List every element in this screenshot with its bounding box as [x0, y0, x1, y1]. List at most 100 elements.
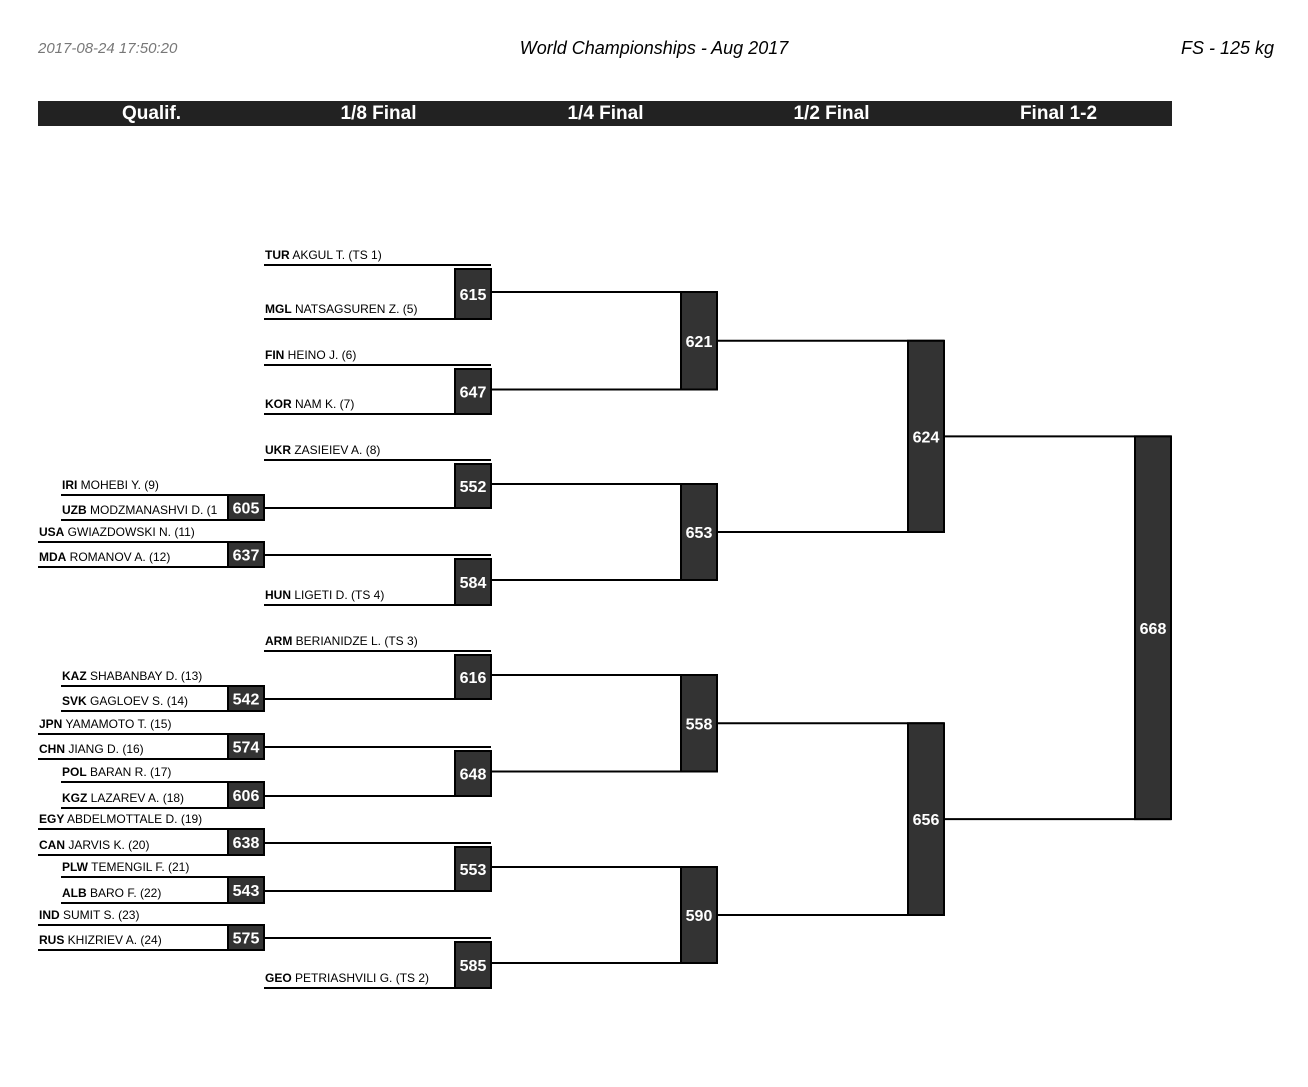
wrestler-entry: GEO PETRIASHVILI G. (TS 2) — [265, 971, 429, 985]
nation-code: GEO — [265, 971, 292, 985]
bout-number: 542 — [233, 692, 260, 709]
wrestler-name: ZASIEIEV A. (8) — [291, 443, 380, 457]
wrestler-entry: FIN HEINO J. (6) — [265, 348, 356, 362]
wrestler-name: SHABANBAY D. (13) — [87, 669, 203, 683]
nation-code: UZB — [62, 503, 87, 517]
bout-number: 575 — [233, 931, 260, 948]
bout-box — [454, 654, 492, 700]
wrestler-entry: KAZ SHABANBAY D. (13) — [62, 669, 202, 683]
nation-code: SVK — [62, 694, 87, 708]
wrestler-entry: POL BARAN R. (17) — [62, 765, 171, 779]
bout-box — [454, 268, 492, 320]
wrestler-entry: ARM BERIANIDZE L. (TS 3) — [265, 634, 418, 648]
nation-code: ALB — [62, 886, 87, 900]
wrestler-name: NAM K. (7) — [292, 397, 355, 411]
wrestler-name: MODZMANASHVI D. (1 — [87, 503, 218, 517]
weight-category: FS - 125 kg — [1180, 38, 1274, 58]
nation-code: MDA — [39, 550, 67, 564]
wrestler-entry: KGZ LAZAREV A. (18) — [62, 791, 184, 805]
wrestler-name: GAGLOEV S. (14) — [87, 694, 188, 708]
bout-number: 552 — [460, 479, 487, 496]
wrestler-entry: KOR NAM K. (7) — [265, 397, 354, 411]
nation-code: KOR — [265, 397, 292, 411]
wrestler-entry: PLW TEMENGIL F. (21) — [62, 860, 189, 874]
bout-box — [227, 541, 265, 568]
nation-code: CAN — [39, 838, 65, 852]
bout-box — [680, 674, 718, 773]
bout-box — [454, 750, 492, 797]
wrestler-name: ABDELMOTTALE D. (19) — [64, 812, 202, 826]
wrestler-name: ROMANOV A. (12) — [66, 550, 170, 564]
wrestler-name: HEINO J. (6) — [284, 348, 356, 362]
wrestler-entry: MGL NATSAGSUREN Z. (5) — [265, 302, 417, 316]
wrestler-entry: TUR AKGUL T. (TS 1) — [265, 248, 382, 262]
wrestler-entry: HUN LIGETI D. (TS 4) — [265, 588, 384, 602]
nation-code: CHN — [39, 742, 65, 756]
bout-number: 553 — [460, 862, 487, 879]
wrestler-entry: RUS KHIZRIEV A. (24) — [39, 933, 162, 947]
bout-number: 621 — [686, 334, 713, 351]
round-label-final: Final 1-2 — [1019, 103, 1098, 124]
round-label-qualif: Qualif. — [121, 103, 182, 124]
wrestler-entry: CAN JARVIS K. (20) — [39, 838, 149, 852]
round-label-quarter-final: 1/4 Final — [567, 103, 644, 124]
wrestler-entry: SVK GAGLOEV S. (14) — [62, 694, 188, 708]
bout-box — [454, 463, 492, 509]
wrestler-name: JARVIS K. (20) — [65, 838, 149, 852]
nation-code: KGZ — [62, 791, 87, 805]
wrestler-entry: EGY ABDELMOTTALE D. (19) — [39, 812, 202, 826]
round-label-semi-final: 1/2 Final — [793, 103, 870, 124]
nation-code: EGY — [39, 812, 64, 826]
nation-code: FIN — [265, 348, 284, 362]
nation-code: IRI — [62, 478, 77, 492]
wrestler-name: KHIZRIEV A. (24) — [64, 933, 161, 947]
bout-number: 637 — [233, 548, 260, 565]
wrestler-name: NATSAGSUREN Z. (5) — [292, 302, 418, 316]
nation-code: IND — [39, 908, 60, 922]
bout-box — [227, 685, 265, 712]
round-header-bar: Qualif. 1/8 Final 1/4 Final 1/2 Final Fi… — [38, 101, 1172, 126]
bout-number: 668 — [1140, 621, 1167, 638]
nation-code: USA — [39, 525, 65, 539]
wrestler-name: BERIANIDZE L. (TS 3) — [292, 634, 417, 648]
bout-number: 653 — [686, 525, 713, 542]
wrestler-name: GWIAZDOWSKI N. (11) — [64, 525, 194, 539]
nation-code: UKR — [265, 443, 291, 457]
nation-code: KAZ — [62, 669, 87, 683]
bout-number: 574 — [233, 740, 260, 757]
wrestler-name: MOHEBI Y. (9) — [77, 478, 159, 492]
nation-code: MGL — [265, 302, 292, 316]
bout-number: 624 — [913, 429, 940, 446]
nation-code: PLW — [62, 860, 89, 874]
round-label-eighth-final: 1/8 Final — [340, 103, 417, 124]
wrestler-entry: JPN YAMAMOTO T. (15) — [39, 717, 171, 731]
wrestler-name: SUMIT S. (23) — [60, 908, 140, 922]
bout-number: 606 — [233, 788, 260, 805]
bout-box — [907, 722, 945, 916]
wrestler-name: BARO F. (22) — [87, 886, 162, 900]
wrestler-name: YAMAMOTO T. (15) — [62, 717, 171, 731]
nation-code: TUR — [265, 248, 290, 262]
wrestler-name: LIGETI D. (TS 4) — [291, 588, 384, 602]
wrestler-entry: MDA ROMANOV A. (12) — [39, 550, 170, 564]
bout-number: 558 — [686, 716, 713, 733]
nation-code: HUN — [265, 588, 291, 602]
bout-box — [1134, 435, 1172, 821]
bout-box — [454, 941, 492, 989]
wrestler-entry: CHN JIANG D. (16) — [39, 742, 144, 756]
bout-box — [227, 781, 265, 809]
wrestler-entry: ALB BARO F. (22) — [62, 886, 161, 900]
wrestler-name: PETRIASHVILI G. (TS 2) — [292, 971, 429, 985]
bout-box — [454, 846, 492, 892]
wrestler-entry: IRI MOHEBI Y. (9) — [62, 478, 159, 492]
bout-box — [454, 558, 492, 606]
bout-number: 605 — [233, 501, 260, 518]
wrestler-name: BARAN R. (17) — [87, 765, 172, 779]
bout-box — [454, 368, 492, 415]
wrestler-entry: UZB MODZMANASHVI D. (1 — [62, 503, 218, 517]
wrestler-name: JIANG D. (16) — [65, 742, 144, 756]
bout-number: 616 — [460, 670, 487, 687]
nation-code: POL — [62, 765, 87, 779]
bout-number: 585 — [460, 958, 487, 975]
